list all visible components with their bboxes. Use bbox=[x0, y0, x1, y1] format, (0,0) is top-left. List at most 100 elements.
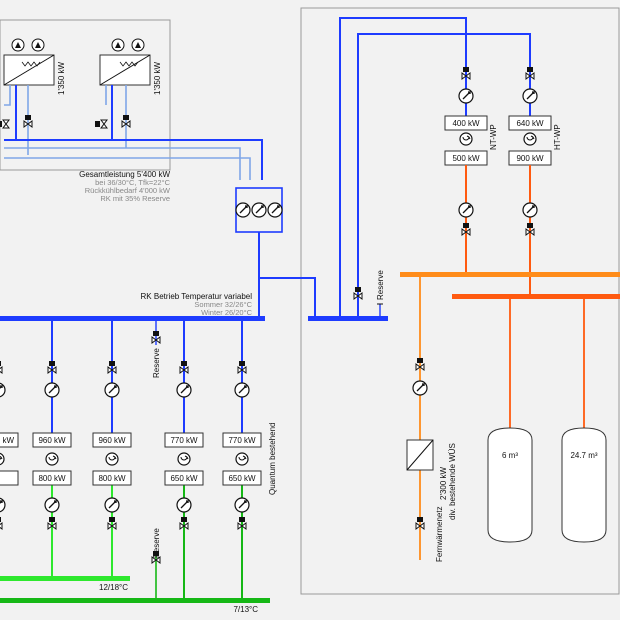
pump-icon bbox=[0, 497, 6, 513]
heatpump-source-bar bbox=[308, 316, 388, 321]
quantum-label: Quantum bestehend bbox=[268, 423, 277, 496]
compressor-icon bbox=[0, 452, 5, 466]
rk-header-winter: Winter 26/20°C bbox=[201, 308, 253, 317]
pump-icon bbox=[234, 497, 250, 513]
pump-icon bbox=[458, 88, 474, 104]
heatpump-evap-label: 640 kW bbox=[516, 119, 544, 128]
chilled-bar-12-18 bbox=[0, 576, 130, 581]
recooler-power-label: 1'350 kW bbox=[153, 61, 162, 95]
heatpump-frame bbox=[300, 7, 620, 595]
tank-volume: 6 m³ bbox=[502, 451, 518, 460]
compressor-icon bbox=[459, 132, 473, 146]
chiller-cond-label: 650 kW bbox=[170, 474, 198, 483]
storage-tank-2 bbox=[561, 427, 607, 543]
chiller-unit: 960 kW 800 kW bbox=[92, 321, 132, 578]
chiller-cond-label: 800 kW bbox=[98, 474, 126, 483]
chiller-evap-label: 770 kW bbox=[170, 436, 198, 445]
recooler-total-line: Rückkühlbedarf 4'000 kW bbox=[85, 186, 171, 195]
pump-icon bbox=[251, 202, 267, 218]
pump-icon bbox=[267, 202, 283, 218]
heatpump-ht: 640 kW 900 kW HT-WP bbox=[508, 66, 562, 296]
heatpump-evaporator bbox=[444, 115, 488, 131]
chiller-unit: 770 kW 650 kW bbox=[164, 321, 204, 600]
fan-icon bbox=[31, 38, 45, 52]
chilled-label-7-13: 7/13°C bbox=[233, 605, 258, 614]
fan-icon bbox=[131, 38, 145, 52]
chiller-evap-label: kW bbox=[2, 436, 14, 445]
pump-icon bbox=[104, 382, 120, 398]
recooler-return-pipes bbox=[4, 85, 251, 180]
heat-bar-ht bbox=[452, 294, 620, 299]
reserve-label: Reserve bbox=[376, 270, 385, 300]
chilled-label-12-18: 12/18°C bbox=[99, 583, 128, 592]
chiller-evap-label: 960 kW bbox=[98, 436, 126, 445]
chiller-evaporator bbox=[0, 432, 19, 448]
chiller-condenser bbox=[164, 470, 204, 486]
chiller-columns: kW 960 kW 800 kW 960 kW bbox=[0, 321, 262, 600]
recooler-unit-2: 1'350 kW bbox=[99, 38, 162, 95]
chiller-cond-label: 800 kW bbox=[38, 474, 66, 483]
pump-icon bbox=[458, 202, 474, 218]
fernwaerme-label: Fernwärmenetz bbox=[435, 506, 444, 562]
chiller-unit: 960 kW 800 kW bbox=[32, 321, 72, 578]
pump-icon bbox=[44, 382, 60, 398]
recooler-power-label: 1'350 kW bbox=[57, 61, 66, 95]
heatpump-name: HT-WP bbox=[553, 124, 562, 150]
recooler-frame bbox=[0, 19, 171, 171]
pump-icon bbox=[44, 497, 60, 513]
rk-header-title: RK Betrieb Temperatur variabel bbox=[141, 292, 253, 301]
recooler-total-title: Gesamtleistung 5'400 kW bbox=[79, 170, 170, 179]
wus-desc: div. bestehende WÜS bbox=[448, 443, 457, 520]
recooler-unit-1: 1'350 kW bbox=[3, 38, 66, 95]
chiller-evap-label: 770 kW bbox=[228, 436, 256, 445]
heatpump-cond-label: 900 kW bbox=[516, 154, 544, 163]
pump-icon bbox=[234, 382, 250, 398]
recooler-total-line: bei 36/30°C, Tfk=22°C bbox=[95, 178, 170, 187]
fan-icon bbox=[111, 38, 125, 52]
chilled-bar-7-13 bbox=[0, 598, 270, 603]
chiller-cond-label: 650 kW bbox=[228, 474, 256, 483]
chiller-evaporator bbox=[222, 432, 262, 448]
chiller-evaporator bbox=[32, 432, 72, 448]
heatpump-nt: 400 kW 500 kW NT-WP bbox=[444, 66, 498, 274]
compressor-icon bbox=[45, 452, 59, 466]
heatpump-evap-label: 400 kW bbox=[452, 119, 480, 128]
valve-icon bbox=[94, 119, 108, 129]
compressor-icon bbox=[235, 452, 249, 466]
reserve-label: Reserve bbox=[152, 348, 161, 378]
valve-icon bbox=[0, 119, 10, 129]
recooler-total-line: RK mit 35% Reserve bbox=[100, 194, 170, 203]
chiller-unit: 770 kW 650 kW bbox=[222, 321, 262, 600]
pump-icon bbox=[176, 497, 192, 513]
chiller-condenser bbox=[0, 470, 19, 486]
compressor-icon bbox=[177, 452, 191, 466]
pump-icon bbox=[176, 382, 192, 398]
heatpump-evaporator bbox=[508, 115, 552, 131]
heat-bar-nt bbox=[400, 272, 620, 277]
pump-icon bbox=[0, 382, 6, 398]
compressor-icon bbox=[523, 132, 537, 146]
tank-volume: 24.7 m³ bbox=[570, 451, 597, 460]
recooler-supply-pipes bbox=[4, 85, 263, 180]
pump-icon bbox=[412, 380, 428, 396]
compressor-icon bbox=[105, 452, 119, 466]
chiller-condenser bbox=[32, 470, 72, 486]
chiller-condenser bbox=[222, 470, 262, 486]
chiller-evap-label: 960 kW bbox=[38, 436, 66, 445]
rk-header-sommer: Sommer 32/26°C bbox=[194, 300, 252, 309]
heatpump-cond-label: 500 kW bbox=[452, 154, 480, 163]
chiller-evaporator bbox=[164, 432, 204, 448]
reserve-label: Reserve bbox=[152, 528, 161, 558]
chiller-evaporator bbox=[92, 432, 132, 448]
pump-icon bbox=[104, 497, 120, 513]
valve-icon bbox=[0, 360, 3, 374]
fan-icon bbox=[11, 38, 25, 52]
chiller-condenser bbox=[92, 470, 132, 486]
storage-tank-1 bbox=[487, 427, 533, 543]
pump-icon bbox=[522, 88, 538, 104]
valve-icon bbox=[0, 516, 3, 530]
heatpump-name: NT-WP bbox=[489, 124, 498, 150]
chiller-unit: kW bbox=[0, 360, 19, 530]
